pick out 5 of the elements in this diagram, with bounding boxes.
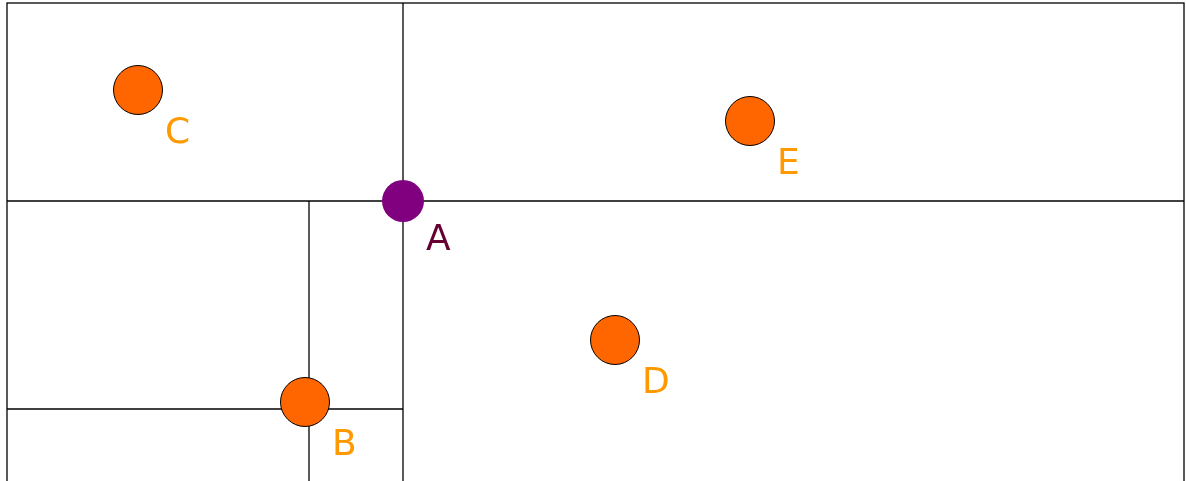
point-label: A [426, 220, 451, 256]
point-label: E [777, 144, 800, 180]
point-label: C [165, 113, 191, 149]
point-label: B [332, 425, 357, 461]
point-label: D [642, 363, 670, 399]
